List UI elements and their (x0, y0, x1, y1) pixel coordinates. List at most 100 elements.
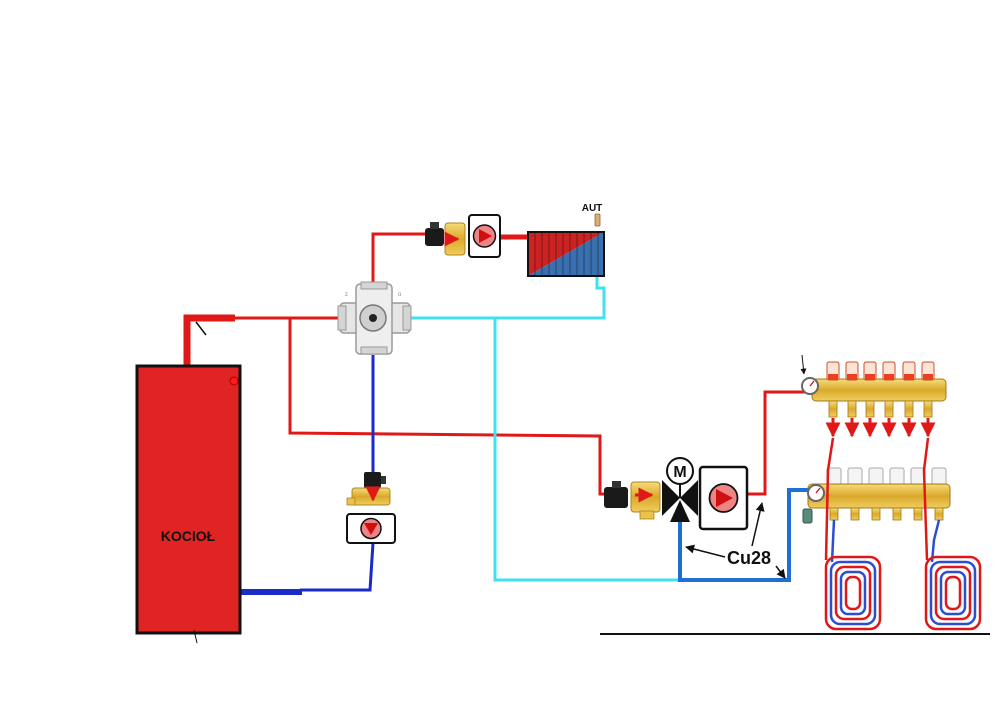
pipe-size-arrow-down (775, 565, 786, 579)
return-valve-caps (826, 467, 947, 486)
radiator-supply-pipe (371, 232, 426, 284)
pipe-size-annotation: Cu28 (685, 502, 786, 579)
floor-return-pipe (678, 488, 808, 582)
return-manifold-bar (807, 483, 951, 509)
mixing-valve-left-wedge (662, 480, 680, 516)
boiler-supply-riser-pipe (183, 314, 235, 366)
floor-circuit-check-valve-body (630, 481, 661, 513)
return-outlet-fitting (913, 507, 923, 521)
supply-outlet-fitting (847, 400, 857, 418)
four-way-valve-port-left (337, 305, 347, 331)
radiator-return-drop-pipe (493, 318, 680, 582)
supply-outlet-arrows (825, 418, 936, 438)
radiator-return-pipe (410, 276, 606, 320)
supply-outlet-fitting (828, 400, 838, 418)
floor-circuit-pump (698, 465, 749, 531)
boiler-drain-mark (193, 629, 198, 644)
floor-loop-connections (824, 437, 941, 563)
return-outlet-fitting (871, 507, 881, 521)
return-manifold (802, 467, 951, 524)
four-way-valve-scale-right: o (398, 292, 402, 298)
floor-circuit-pump-direction-icon (716, 489, 733, 507)
return-outlet-fitting (934, 507, 944, 521)
boiler-return-pump-direction-icon (364, 523, 378, 535)
coil-2-loop-outer (924, 555, 982, 631)
manifold-supply-pipe (747, 390, 806, 496)
return-gauge-needle (815, 487, 821, 494)
return-outlet-fitting (829, 507, 839, 521)
coil-2-loop-inner (944, 575, 962, 611)
coil-2-loop-4 (939, 570, 967, 616)
radiator-frame (527, 231, 605, 277)
floor-circuit-valve-nut (639, 510, 655, 520)
supply-manifold-bar (811, 378, 947, 402)
radiator-shutoff-valve (425, 228, 444, 246)
flow-meter-cap (884, 374, 894, 380)
supply-outlets (828, 400, 933, 418)
four-way-valve-spindle (369, 314, 377, 322)
radiator: AUT (527, 203, 605, 277)
radiator-fins (534, 232, 599, 276)
three-way-mixing-valve: M (662, 457, 698, 522)
radiator-pump-direction-icon (479, 229, 492, 243)
supply-outlet-fitting (904, 400, 914, 418)
return-valve-cap (931, 467, 947, 486)
flow-meter-cap (847, 374, 857, 380)
boiler-body (135, 364, 242, 635)
supply-gauge-needle (809, 380, 815, 387)
mixing-valve-right-wedge (680, 480, 698, 516)
boiler-return-check-valve-body (351, 487, 391, 506)
radiator-cold-half (528, 232, 604, 276)
four-way-mixing-valve: z o (337, 281, 412, 355)
pipe-size-arrow-left (685, 544, 726, 558)
return-valve-cap (847, 467, 863, 486)
radiator-shutoff-handle (430, 222, 439, 229)
return-manifold-drain-valve (802, 508, 813, 524)
boiler-return-shutoff-valve (364, 472, 381, 488)
four-way-valve-port-right (402, 305, 412, 331)
flow-meter-cap (904, 374, 914, 380)
loop-1-return-line (830, 519, 836, 563)
boiler-return-check-valve (346, 472, 391, 506)
radiator-vent-label: AUT (582, 203, 603, 214)
return-outlet-fitting (850, 507, 860, 521)
boiler-sensor-dot (229, 376, 239, 386)
supply-flow-meters (826, 361, 935, 381)
loop-2-supply-line (922, 437, 930, 561)
mixing-valve-bottom-wedge (670, 500, 690, 522)
mixing-valve-actuator (666, 457, 694, 485)
coil-1-loop-inner (844, 575, 862, 611)
coil-1-loop-4 (839, 570, 867, 616)
supply-outlet-fitting (923, 400, 933, 418)
floor-circuit-check-valve (604, 481, 661, 520)
supply-manifold-pointer (800, 354, 807, 375)
supply-pipes (183, 232, 806, 496)
floor-circuit-shutoff-handle (612, 481, 621, 488)
return-outlet-fitting (892, 507, 902, 521)
mixing-valve-motor-label: M (673, 464, 686, 481)
flow-meter-cap (865, 374, 875, 380)
pipe-size-arrow-up (751, 502, 765, 547)
supply-manifold (800, 354, 947, 438)
coil-1-loop-3 (834, 565, 872, 621)
supply-sensor-mark (195, 321, 207, 336)
return-valve-cap (889, 467, 905, 486)
four-way-valve-port-bottom (360, 346, 388, 355)
coil-2-loop-2 (929, 560, 977, 626)
supply-outlet-fitting (865, 400, 875, 418)
radiator-check-valve (425, 222, 466, 256)
four-way-valve-port-top (360, 281, 388, 290)
coil-2-loop-3 (934, 565, 972, 621)
underfloor-coil-1 (824, 555, 882, 631)
floor-circuit-supply-pipe (288, 318, 606, 496)
return-valve-cap (868, 467, 884, 486)
radiator-circulation-pump (468, 214, 501, 258)
radiator-air-vent-icon (594, 213, 601, 227)
boiler: KOCIOŁ (135, 321, 242, 644)
underfloor-coil-2 (924, 555, 982, 631)
loop-1-supply-line (824, 437, 835, 561)
return-pipes (241, 276, 808, 595)
boiler-label: KOCIOŁ (161, 528, 216, 544)
floor-circuit-shutoff-valve (604, 487, 628, 508)
